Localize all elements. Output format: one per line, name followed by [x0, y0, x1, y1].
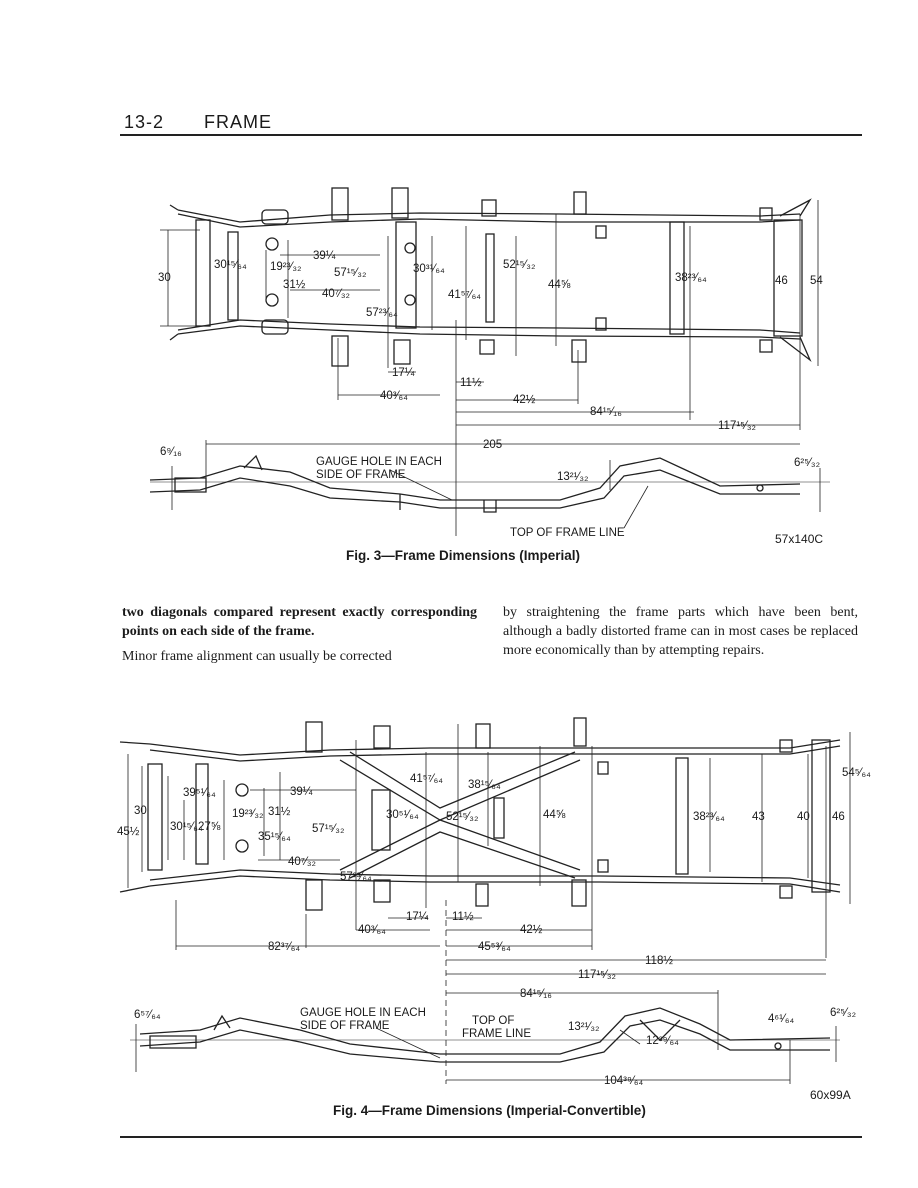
fig4-dim-6-57-64: 6⁵⁷⁄₆₄	[134, 1009, 161, 1021]
body-column-right: by straightening the frame parts which h…	[503, 603, 858, 666]
fig4-dim-52-15-32: 52¹⁵⁄₃₂	[446, 811, 478, 823]
fig4-dim-31-1-2: 31½	[268, 806, 291, 818]
fig4-dim-41-57-64: 41⁵⁷⁄₆₄	[410, 773, 443, 785]
page-header: 13-2 FRAME	[124, 112, 271, 133]
fig3-dim-38-23-64: 38²³⁄₆₄	[675, 272, 707, 284]
fig3-dim-17-1-4: 17¼	[392, 367, 415, 379]
fig3-dim-205: 205	[483, 439, 502, 451]
fig4-dim-38-15-64: 38¹⁵⁄₆₄	[468, 779, 501, 791]
fig3-dim-11-1-2: 11½	[460, 377, 482, 389]
fig4-dim-19-23-32: 19²³⁄₃₂	[232, 808, 264, 820]
fig4-gauge-label-1: GAUGE HOLE IN EACH	[300, 1007, 426, 1019]
fig3-dim-6-25-32: 6²⁵⁄₃₂	[794, 457, 820, 469]
figure-3-diagram: 30 30¹⁵⁄₆₄ 19²³⁄₃₂ 39¼ 57¹⁵⁄₃₂ 30³¹⁄₆₄ 3…	[149, 187, 830, 539]
fig4-dim-46: 46	[832, 811, 845, 823]
footer-rule	[120, 1136, 862, 1138]
fig4-code: 60x99A	[810, 1088, 851, 1102]
fig4-dim-57-23-64: 57²³⁄₆₄	[340, 871, 372, 883]
body-bold-text: two diagonals compared represent exactly…	[122, 605, 477, 639]
fig4-dim-30: 30	[134, 805, 147, 817]
header-rule	[120, 134, 862, 136]
fig3-dim-41-57-64: 41⁵⁷⁄₆₄	[448, 289, 481, 301]
body-column-left: two diagonals compared represent exactly…	[122, 603, 477, 672]
fig4-dim-39-1-4: 39¼	[290, 786, 313, 798]
fig4-dim-13-21-32: 13²¹⁄₃₂	[568, 1021, 600, 1033]
fig3-dim-46: 46	[775, 275, 788, 287]
fig4-dim-27-5-8: 27⅝	[198, 821, 221, 833]
fig4-dim-57-15-32: 57¹⁵⁄₃₂	[312, 823, 344, 835]
fig4-dim-30-51-64: 30⁵¹⁄₆₄	[386, 809, 419, 821]
fig3-dim-30-31-64: 30³¹⁄₆₄	[413, 263, 445, 275]
fig3-dim-44-5-8: 44⅝	[548, 279, 571, 291]
page-title: FRAME	[204, 112, 272, 132]
fig3-caption: Fig. 3—Frame Dimensions (Imperial)	[346, 548, 581, 563]
fig4-dim-39-51-64: 39⁵¹⁄₆₄	[183, 787, 216, 799]
fig3-dim-40-3-64: 40³⁄₆₄	[380, 390, 408, 402]
fig4-dim-118-1-2: 118½	[645, 955, 673, 967]
fig3-dim-42-1-2: 42½	[513, 394, 536, 406]
fig3-dim-57-23-64: 57²³⁄₆₄	[366, 307, 398, 319]
fig4-dim-117-15-32: 117¹⁵⁄₃₂	[578, 969, 616, 981]
section-number: 13-2	[124, 112, 165, 132]
fig3-dim-84-15-16: 84¹⁵⁄₁₆	[590, 406, 622, 418]
fig4-dim-12-39-64: 12³⁹⁄₆₄	[646, 1035, 679, 1047]
fig3-dim-57-15-32: 57¹⁵⁄₃₂	[334, 267, 366, 279]
fig4-top-of-frame-1: TOP OF	[472, 1015, 514, 1027]
fig4-dim-45-53-64: 45⁵³⁄₆₄	[478, 941, 511, 953]
fig4-dim-104-39-64: 104³⁹⁄₆₄	[604, 1075, 644, 1087]
fig3-dim-30-15-64: 30¹⁵⁄₆₄	[214, 259, 247, 271]
fig4-dim-40-7-32: 40⁷⁄₃₂	[288, 856, 316, 868]
fig4-dim-11-1-2: 11½	[452, 911, 474, 923]
fig4-dim-45-1-2: 45½	[117, 826, 140, 838]
fig3-dim-30: 30	[158, 272, 171, 284]
fig3-dim-31-1-2: 31½	[283, 279, 306, 291]
fig3-dim-40-7-32: 40⁷⁄₃₂	[322, 288, 350, 300]
fig4-dim-4-61-64: 4⁶¹⁄₆₄	[768, 1013, 795, 1025]
fig3-top-of-frame: TOP OF FRAME LINE	[510, 527, 625, 539]
fig4-dim-43: 43	[752, 811, 765, 823]
fig3-dim-117-15-32: 117¹⁵⁄₃₂	[718, 420, 756, 432]
fig4-dim-40: 40	[797, 811, 810, 823]
fig3-code: 57x140C	[775, 532, 824, 546]
fig3-dim-52-15-32: 52¹⁵⁄₃₂	[503, 259, 535, 271]
fig4-dim-35-15-64: 35¹⁵⁄₆₄	[258, 831, 291, 843]
fig3-gauge-label-2: SIDE OF FRAME	[316, 469, 406, 481]
fig4-dim-42-1-2: 42½	[520, 924, 543, 936]
fig4-dim-84-15-16: 84¹⁵⁄₁₆	[520, 988, 552, 1000]
fig4-dim-30-15-64: 30¹⁵⁄₆₄	[170, 821, 203, 833]
fig3-dim-6-9-16: 6⁹⁄₁₆	[160, 446, 182, 458]
fig4-dim-40-3-64: 40³⁄₆₄	[358, 924, 386, 936]
fig3-dim-19-23-32: 19²³⁄₃₂	[270, 261, 302, 273]
fig3-gauge-label-1: GAUGE HOLE IN EACH	[316, 456, 442, 468]
fig4-dim-6-25-32: 6²⁵⁄₃₂	[830, 1007, 856, 1019]
fig3-dim-13-21-32: 13²¹⁄₃₂	[557, 471, 589, 483]
fig4-dim-82-37-64: 82³⁷⁄₆₄	[268, 941, 300, 953]
fig4-dim-17-1-4: 17¼	[406, 911, 429, 923]
fig4-gauge-label-2: SIDE OF FRAME	[300, 1020, 390, 1032]
body-paragraph-right: by straightening the frame parts which h…	[503, 605, 858, 658]
fig3-dim-54: 54	[810, 275, 823, 287]
figure-4-diagram: 45½ 30 39⁵¹⁄₆₄ 30¹⁵⁄₆₄ 27⅝ 19²³⁄₃₂ 31½ 3…	[117, 717, 871, 1087]
fig4-top-of-frame-2: FRAME LINE	[462, 1028, 531, 1040]
body-paragraph-left: Minor frame alignment can usually be cor…	[122, 649, 392, 664]
fig4-dim-54-5-64: 54⁵⁄₆₄	[842, 767, 871, 779]
fig3-dim-39-1-4: 39¼	[313, 250, 336, 262]
fig4-dim-38-23-64: 38²³⁄₆₄	[693, 811, 725, 823]
fig4-dim-44-5-8: 44⅝	[543, 809, 566, 821]
fig4-caption: Fig. 4—Frame Dimensions (Imperial-Conver…	[333, 1103, 646, 1118]
